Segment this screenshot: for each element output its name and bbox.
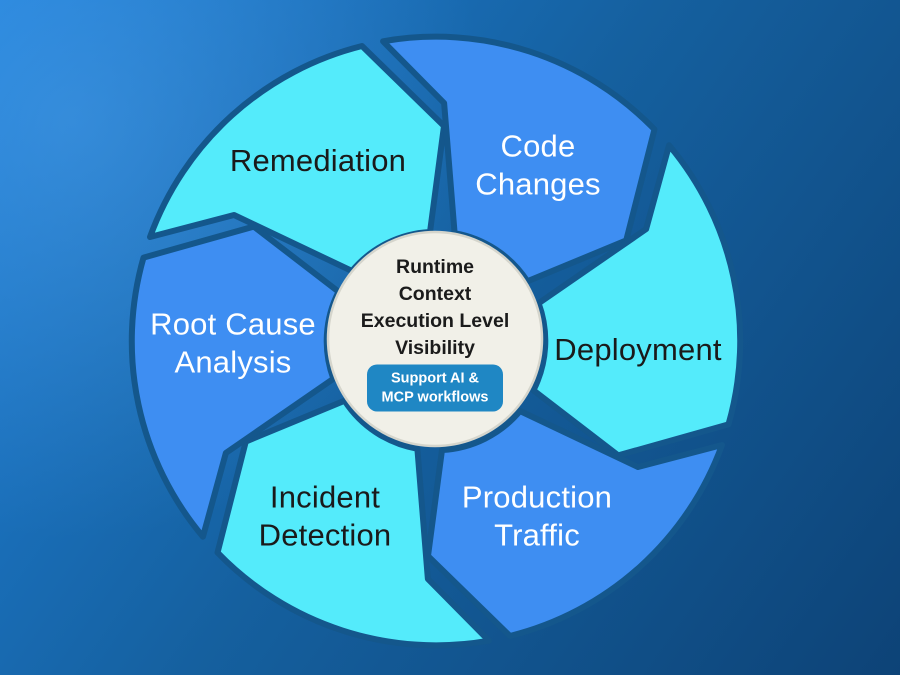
hub-line-1: Runtime	[396, 256, 474, 278]
hub-line-2: Context	[398, 283, 472, 305]
hub-text: Runtime Context Execution Level Visibili…	[361, 254, 509, 362]
segment-label-incident-detection: Incident Detection	[258, 479, 392, 553]
segment-label-remediation: Remediation	[229, 142, 407, 178]
support-badge: Support AI & MCP workflows	[367, 364, 503, 412]
hub-line-3: Execution Level	[360, 310, 510, 332]
segment-label-root-cause: Root Cause Analysis	[150, 306, 316, 380]
segment-label-deployment: Deployment	[554, 331, 722, 367]
segment-label-production-traffic: Production Traffic	[461, 479, 613, 553]
segment-label-code-changes: Code Changes	[475, 128, 601, 202]
hub-line-4: Visibility	[395, 337, 475, 359]
